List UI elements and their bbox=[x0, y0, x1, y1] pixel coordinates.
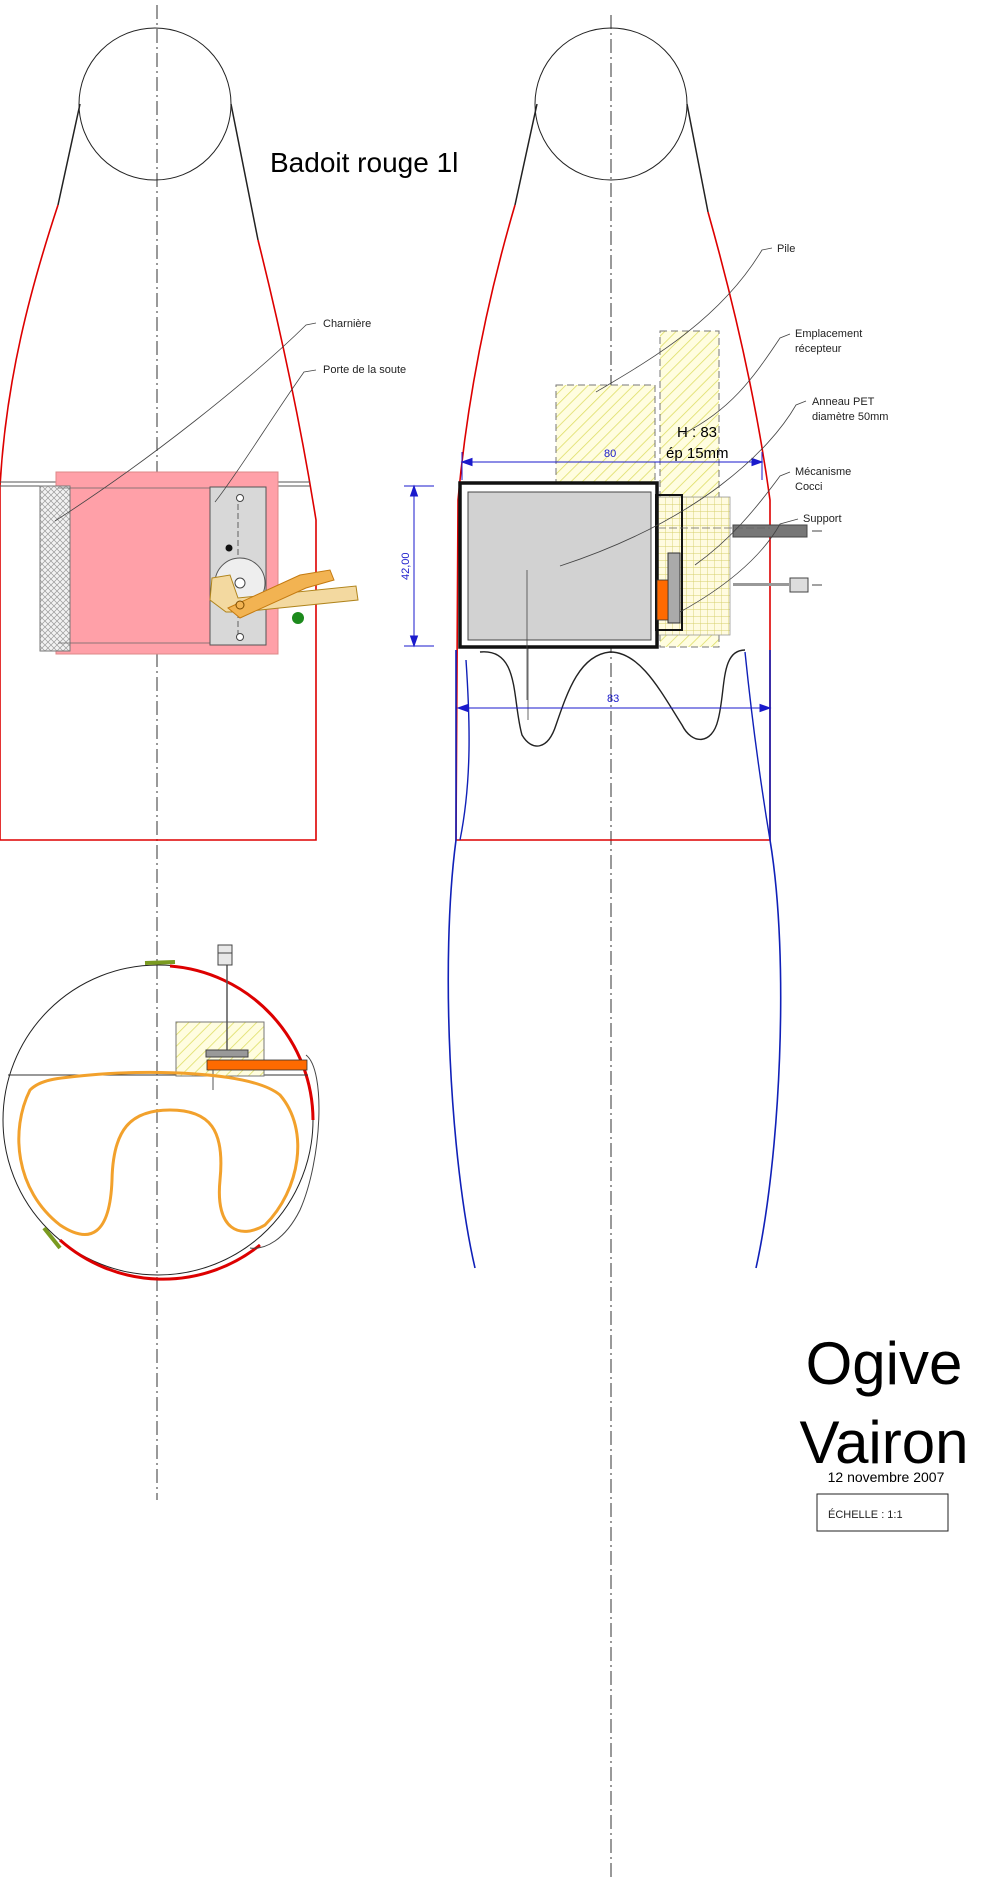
dim-42-text: 42,00 bbox=[400, 552, 412, 580]
label-porte-soute: Porte de la soute bbox=[323, 364, 406, 376]
dim-83-text: 83 bbox=[607, 693, 619, 705]
dimension-83 bbox=[456, 703, 772, 713]
label-cocci: Cocci bbox=[795, 481, 823, 493]
right-bottle-outline bbox=[455, 204, 771, 841]
hinge-strip bbox=[39, 485, 71, 652]
label-charniere: Charnière bbox=[323, 318, 371, 330]
label-pile: Pile bbox=[777, 243, 795, 255]
label-recepteur: récepteur bbox=[795, 343, 842, 355]
cross-section-view bbox=[2, 944, 320, 1281]
label-anneau: Anneau PET bbox=[812, 396, 875, 408]
bottle-title: Badoit rouge 1l bbox=[270, 147, 458, 178]
anneau-pet bbox=[655, 494, 683, 631]
right-leaders bbox=[526, 247, 807, 700]
pile-box bbox=[555, 384, 656, 486]
label-diametre: diamètre 50mm bbox=[812, 411, 888, 423]
dim-80-text: 80 bbox=[604, 448, 616, 460]
left-bottle-outline bbox=[0, 204, 317, 841]
petaloid-base bbox=[479, 649, 746, 747]
title-block: Ogive Vairon 12 novembre 2007 ÉCHELLE : … bbox=[800, 1330, 969, 1532]
title-ogive: Ogive bbox=[806, 1330, 963, 1397]
label-mecanisme: Mécanisme bbox=[795, 466, 851, 478]
left-neck-black bbox=[57, 103, 259, 241]
label-support: Support bbox=[803, 513, 842, 525]
right-bottle-view: 80 42,00 83 H : 83 ép 15mm Pile bbox=[400, 27, 888, 1269]
dimension-80 bbox=[460, 452, 764, 480]
scale-box bbox=[816, 1493, 949, 1532]
scale-text: ÉCHELLE : 1:1 bbox=[828, 1508, 903, 1521]
left-bottle-view: Charnière Porte de la soute bbox=[0, 27, 406, 841]
dimension-42 bbox=[404, 484, 434, 648]
latch-lever bbox=[209, 569, 359, 619]
label-emplacement: Emplacement bbox=[795, 328, 862, 340]
title-vairon: Vairon bbox=[800, 1409, 969, 1476]
cocci-orange bbox=[656, 579, 669, 621]
left-bottle-cap bbox=[78, 27, 232, 181]
h-note: H : 83 bbox=[677, 424, 717, 441]
section-red-arc bbox=[169, 964, 315, 1121]
section-orange-bar bbox=[206, 1059, 308, 1071]
lower-bottle-outline bbox=[447, 650, 782, 1269]
support-bar bbox=[732, 524, 808, 538]
orange-loop bbox=[17, 1070, 300, 1236]
center-lines bbox=[156, 5, 612, 1877]
green-dot bbox=[292, 612, 304, 624]
title-date: 12 novembre 2007 bbox=[828, 1469, 945, 1485]
ep-note: ép 15mm bbox=[666, 445, 729, 462]
